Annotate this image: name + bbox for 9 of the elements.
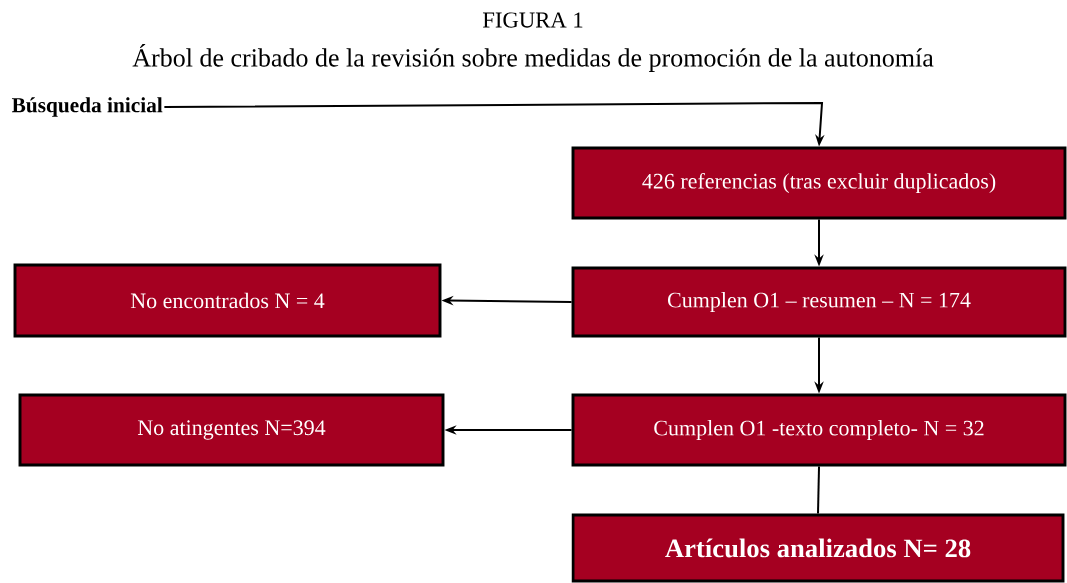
process-box: Cumplen O1 -texto completo- N = 32	[571, 393, 1067, 467]
process-box: No atingentes N=394	[18, 393, 445, 467]
process-box: No encontrados N = 4	[13, 263, 442, 338]
text-label: Búsqueda inicial	[11, 97, 163, 117]
process-box: 426 referencias (tras excluir duplicados)	[571, 146, 1067, 220]
process-box: Artículos analizados N= 28	[571, 513, 1065, 583]
figure-caption: Árbol de cribado de la revisión sobre medidas de promoción de la autonomía	[132, 44, 934, 72]
figure-title: FIGURA 1	[482, 12, 583, 28]
process-box: Cumplen O1 – resumen – N = 174	[571, 266, 1067, 338]
